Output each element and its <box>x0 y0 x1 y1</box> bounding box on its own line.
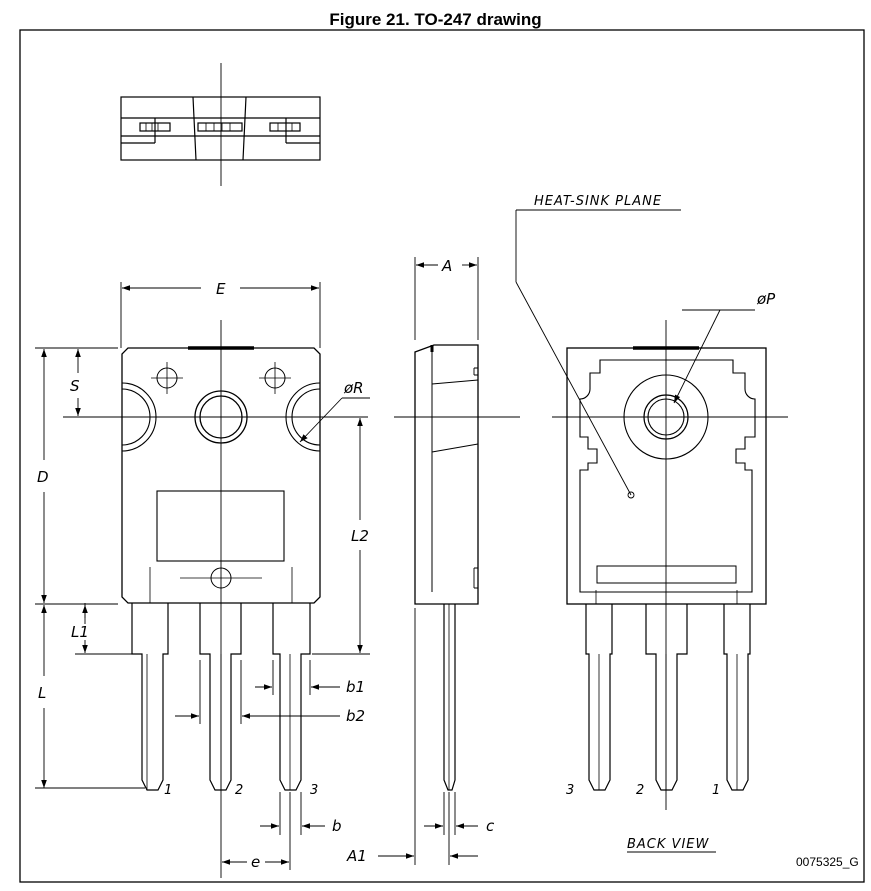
phi-p-leader-diag <box>673 309 721 404</box>
back-view-leads <box>585 604 751 791</box>
dim-label-L2: L2 <box>351 527 369 545</box>
front-pin-number-3: 3 <box>310 783 318 798</box>
dim-label-L: L <box>38 684 46 702</box>
dim-label-b: b <box>332 817 342 835</box>
drawing-frame <box>19 29 865 883</box>
top-view <box>120 63 321 186</box>
drawing-reference-code: 0075325_G <box>796 855 859 869</box>
front-center-lines <box>63 320 368 878</box>
dim-label-A1: A1 <box>346 847 367 865</box>
annotation-back-view: BACK VIEW <box>627 837 709 852</box>
back-pin-number-1: 1 <box>712 783 720 798</box>
back-center-lines <box>552 320 788 810</box>
dim-label-phi-R: øR <box>343 379 364 397</box>
dim-label-S: S <box>70 377 80 395</box>
phi-r-leader-diag <box>299 397 343 443</box>
dim-label-b2: b2 <box>346 707 365 725</box>
dim-label-c: c <box>486 817 495 835</box>
back-pin-number-3: 3 <box>566 783 574 798</box>
dim-label-D: D <box>37 468 49 486</box>
dimension-lines <box>35 257 716 870</box>
front-pin-number-2: 2 <box>235 783 243 798</box>
dim-label-E: E <box>216 280 226 298</box>
annotation-heat-sink-plane: HEAT-SINK PLANE <box>534 194 662 209</box>
back-view-body <box>566 346 767 605</box>
figure-title: Figure 21. TO-247 drawing <box>329 10 542 29</box>
dim-label-e: e <box>251 853 260 871</box>
front-pin-number-1: 1 <box>164 783 172 798</box>
back-pin-number-2: 2 <box>636 783 644 798</box>
dim-label-A: A <box>441 257 452 275</box>
heat-sink-leader <box>515 209 681 496</box>
dim-label-b1: b1 <box>346 678 365 696</box>
dim-label-L1: L1 <box>71 623 89 641</box>
dim-label-phi-P: øP <box>756 290 776 308</box>
side-view <box>394 344 520 791</box>
